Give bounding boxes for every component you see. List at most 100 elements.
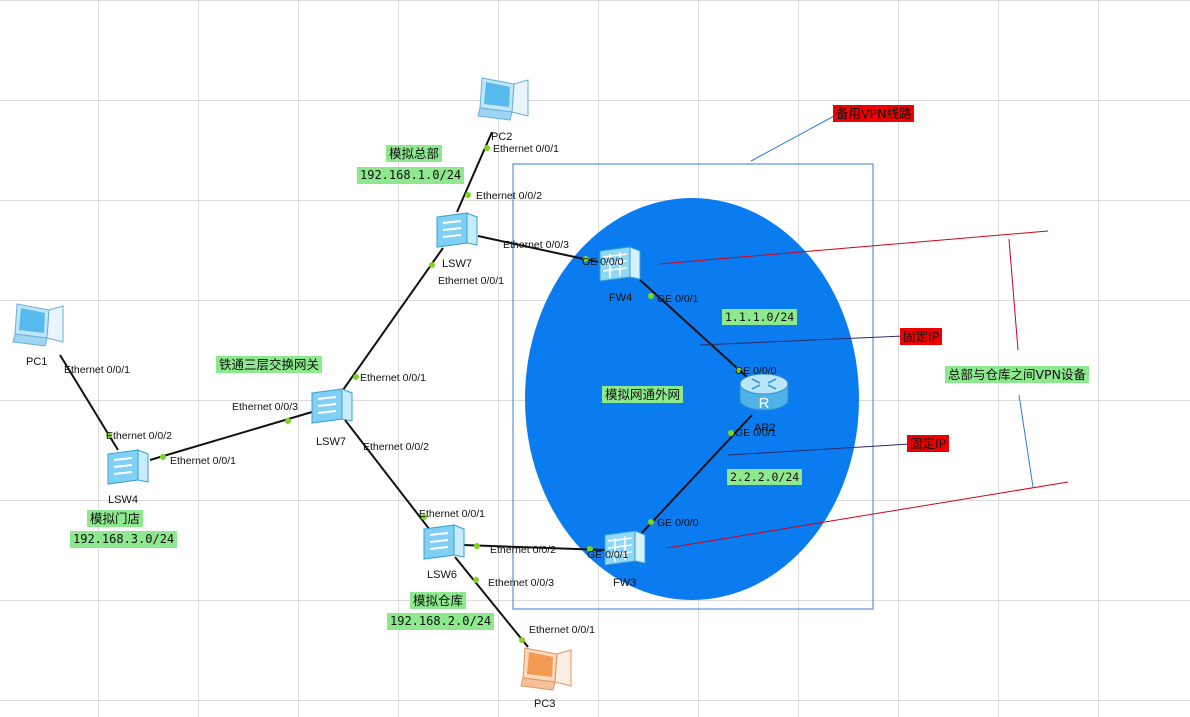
lsw4-device[interactable] <box>104 446 150 488</box>
annotation-line-fw3 <box>666 481 1069 549</box>
fixed-ip-label: 固定IP <box>907 435 950 452</box>
pc1-device[interactable] <box>11 302 65 350</box>
port-dot <box>160 454 166 460</box>
store-subnet-label: 192.168.3.0/24 <box>70 531 178 548</box>
link-ar2-fw3[interactable] <box>639 414 753 536</box>
switch-icon <box>436 212 478 248</box>
port-label: Ethernet 0/0/3 <box>232 401 298 413</box>
port-dot <box>484 145 490 151</box>
lsw6-device[interactable] <box>420 521 466 563</box>
link-lsw7-core-lsw6[interactable] <box>344 419 431 531</box>
pc2-device[interactable] <box>476 76 530 126</box>
pc-icon <box>520 647 572 691</box>
ar2-name: AR2 <box>754 422 776 434</box>
port-label: Ethernet 0/0/1 <box>360 372 426 384</box>
port-dot <box>421 514 427 520</box>
pc3-name: PC3 <box>534 698 556 710</box>
port-dot <box>728 430 734 436</box>
port-dot <box>429 262 435 268</box>
port-dot <box>106 432 112 438</box>
port-dot <box>285 418 291 424</box>
fixed-ip-label: 固定IP <box>900 328 943 345</box>
link-lsw7-hq-fw4[interactable] <box>477 235 599 263</box>
port-label: Ethernet 0/0/2 <box>490 544 556 556</box>
port-dot <box>519 637 525 643</box>
port-dot <box>583 256 589 262</box>
port-label: Ethernet 0/0/1 <box>419 508 485 520</box>
vpn-area-frame <box>512 163 874 610</box>
vpn-devices-label: 总部与仓库之间VPN设备 <box>945 366 1089 383</box>
annotation-line-backup-vpn <box>750 114 837 162</box>
port-label: GE 0/0/0 <box>657 517 699 529</box>
port-dot <box>648 519 654 525</box>
port-dot <box>474 543 480 549</box>
hq-name-label: 模拟总部 <box>386 145 443 162</box>
pc3-device[interactable] <box>519 646 573 696</box>
switch-icon <box>311 388 353 424</box>
annotation-line-fw4 <box>658 230 1049 265</box>
pc-icon <box>12 303 64 347</box>
link-lsw4-lsw7-core[interactable] <box>149 411 313 461</box>
port-label: Ethernet 0/0/3 <box>503 239 569 251</box>
isp-name-label: 模拟网通外网 <box>602 386 684 403</box>
port-label: Ethernet 0/0/3 <box>488 577 554 589</box>
svg-text:R: R <box>759 395 770 412</box>
fw3-device[interactable] <box>601 527 647 569</box>
net2-label: 2.2.2.0/24 <box>727 469 803 485</box>
port-label: Ethernet 0/0/1 <box>493 143 559 155</box>
port-dot <box>473 577 479 583</box>
ar2-device[interactable]: R <box>738 370 790 414</box>
link-lsw7-core-lsw7-hq[interactable] <box>342 247 444 391</box>
net1-label: 1.1.1.0/24 <box>722 309 798 325</box>
hq-subnet-label: 192.168.1.0/24 <box>357 167 465 184</box>
warehouse-name-label: 模拟仓库 <box>410 592 467 609</box>
port-dot <box>353 374 359 380</box>
lsw7-hq-device[interactable] <box>433 209 479 251</box>
isp-cloud[interactable] <box>525 198 859 600</box>
fw4-device[interactable] <box>596 243 642 285</box>
lsw6-name: LSW6 <box>427 569 457 581</box>
link-fw4-ar2[interactable] <box>639 279 749 379</box>
port-dot <box>587 546 593 552</box>
port-dot <box>648 293 654 299</box>
port-label: GE 0/0/1 <box>735 427 777 439</box>
switch-icon <box>107 449 149 485</box>
core-name-label: 铁通三层交换网关 <box>216 356 323 373</box>
annotation-line-fixed-ip-1 <box>699 335 905 346</box>
firewall-icon <box>604 530 646 566</box>
annotation-line-fixed-ip-2 <box>727 443 911 456</box>
port-label: Ethernet 0/0/2 <box>106 430 172 442</box>
port-label: Ethernet 0/0/1 <box>170 455 236 467</box>
annotation-line-vpn-devices-down <box>1018 394 1034 488</box>
link-lsw6-fw3[interactable] <box>462 544 606 551</box>
pc1-name: PC1 <box>26 356 48 368</box>
firewall-icon <box>599 246 641 282</box>
store-name-label: 模拟门店 <box>87 510 144 527</box>
lsw7-core-name: LSW7 <box>316 436 346 448</box>
port-label: GE 0/0/1 <box>657 293 699 305</box>
port-dot <box>465 192 471 198</box>
pc2-name: PC2 <box>491 131 513 143</box>
port-label: GE 0/0/0 <box>735 365 777 377</box>
port-dot <box>735 367 741 373</box>
fw3-name: FW3 <box>613 577 637 589</box>
fw4-name: FW4 <box>609 292 633 304</box>
port-label: Ethernet 0/0/1 <box>438 275 504 287</box>
port-label: Ethernet 0/0/1 <box>529 624 595 636</box>
link-lsw6-pc3[interactable] <box>454 556 529 648</box>
lsw7-hq-name: LSW7 <box>442 258 472 270</box>
port-label: Ethernet 0/0/1 <box>64 364 130 376</box>
lsw7-core-device[interactable] <box>308 385 354 427</box>
warehouse-subnet-label: 192.168.2.0/24 <box>387 613 495 630</box>
pc-icon <box>477 77 529 121</box>
switch-icon <box>423 524 465 560</box>
backup-vpn-label: 备用VPN线路 <box>833 105 915 122</box>
lsw4-name: LSW4 <box>108 494 138 506</box>
port-label: Ethernet 0/0/2 <box>476 190 542 202</box>
router-icon: R <box>739 373 789 412</box>
port-label: Ethernet 0/0/2 <box>363 441 429 453</box>
annotation-line-vpn-devices-up <box>1008 238 1019 351</box>
port-label: GE 0/0/1 <box>587 549 629 561</box>
